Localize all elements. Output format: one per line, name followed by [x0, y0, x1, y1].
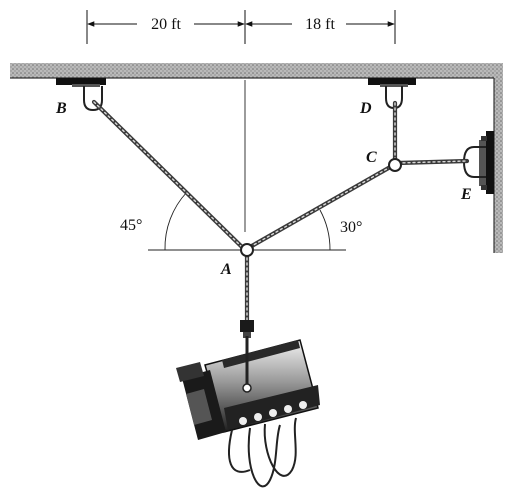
point-label-d: D — [359, 100, 372, 117]
support-e — [462, 131, 494, 194]
dimension-label-left: 20 ft — [151, 16, 181, 33]
dimension-label-right: 18 ft — [305, 16, 335, 33]
ring-a — [240, 243, 254, 257]
cable-ab — [91, 99, 245, 250]
dimension-lines: 20 ft 18 ft — [86, 10, 396, 44]
wall — [493, 63, 503, 253]
angle-label-45: 45° — [120, 217, 142, 234]
cable-ac — [247, 163, 395, 250]
angle-marks: 45° 30° — [120, 191, 362, 251]
support-d — [368, 78, 416, 110]
ring-c — [388, 158, 402, 172]
point-label-c: C — [366, 149, 377, 166]
ceiling — [10, 63, 503, 79]
point-label-b: B — [55, 100, 67, 117]
support-b — [56, 78, 106, 112]
stage-lamp — [176, 320, 320, 488]
point-label-a: A — [220, 261, 232, 278]
angle-label-30: 30° — [340, 219, 362, 236]
cable-ce — [395, 158, 470, 166]
point-label-e: E — [460, 186, 472, 203]
